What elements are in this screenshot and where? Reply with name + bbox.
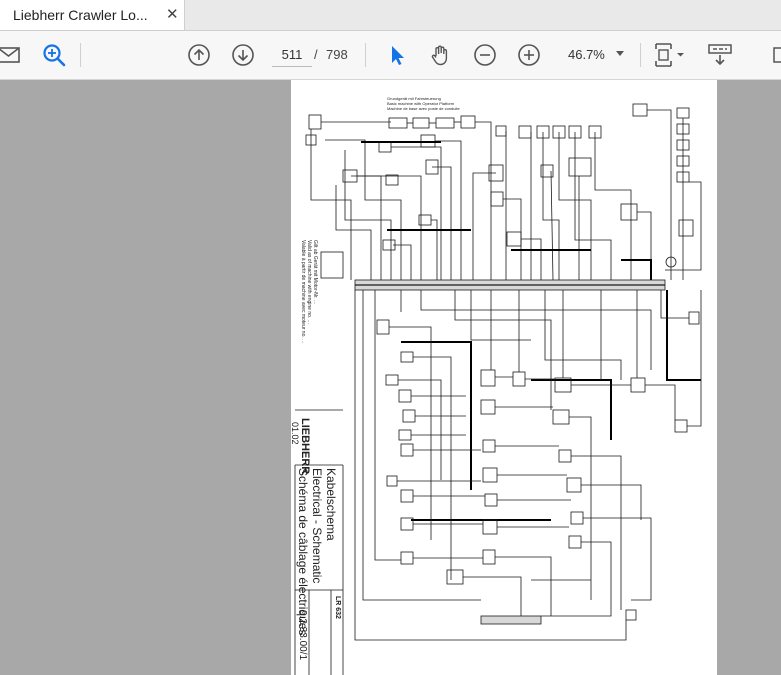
document-date: 01.02 [291,422,300,445]
arrow-down-icon [232,44,254,66]
scroll-mode-button[interactable] [706,42,736,68]
brand-logo: LIEBHERR [299,418,311,475]
scroll-mode-icon [708,44,732,66]
title-german: Kabelschema [324,468,338,541]
top-note-1: Grundgerät mit Fahrsteuerung [387,96,441,101]
search-icon[interactable] [41,42,67,68]
zoom-value: 46.7% [568,47,605,62]
page-number-input[interactable] [272,42,312,67]
next-page-button[interactable] [230,42,256,68]
side-note-3: Valable à partir de machine avec moteur … [300,240,306,344]
toolbar-separator [365,43,366,67]
hand-tool-button[interactable] [428,42,454,68]
fit-page-button[interactable] [652,42,688,68]
previous-page-button[interactable] [186,42,212,68]
zoom-out-button[interactable] [472,42,498,68]
zoom-in-icon [518,44,540,66]
viewer-toolbar: / 798 46.7% [0,31,781,80]
tab-title: Liebherr Crawler Lo... [13,7,148,23]
more-tools-icon[interactable] [768,42,781,68]
toolbar-separator [80,43,81,67]
top-note-2: Basic machine with Operator Platform [387,101,455,106]
side-note-2: Valid as of machine with engine no. ... [306,240,312,324]
chevron-down-icon [616,51,624,56]
arrow-up-icon [188,44,210,66]
drawing-number: 9.2.33.00/1 [297,610,308,661]
document-tab[interactable]: Liebherr Crawler Lo... ✕ [0,0,185,30]
side-note-1: Gilt ab Gerät mit Motor-Nr. ... [312,240,318,305]
select-tool-button[interactable] [384,42,410,68]
tab-close-icon[interactable]: ✕ [166,6,179,23]
fit-page-icon [655,43,684,67]
total-pages: 798 [326,47,348,62]
zoom-out-icon [474,44,496,66]
toolbar-separator [640,43,641,67]
top-note-3: Machine de base avec poste de conduite [387,106,460,111]
hand-icon [431,45,448,66]
document-viewer[interactable]: LIEBHERR 01.02 Kabelschema Electrical - … [0,80,781,675]
select-arrow-icon [392,46,404,65]
title-english: Electrical - Schematic [310,468,324,584]
zoom-dropdown[interactable]: 46.7% [561,42,633,66]
mail-icon[interactable] [0,42,22,68]
tab-bar: Liebherr Crawler Lo... ✕ [0,0,781,31]
pdf-page: LIEBHERR 01.02 Kabelschema Electrical - … [291,80,717,675]
model-number: LR 632 [334,596,341,619]
zoom-in-button[interactable] [516,42,542,68]
page-separator: / [314,47,318,62]
wiring-schematic [294,103,702,675]
